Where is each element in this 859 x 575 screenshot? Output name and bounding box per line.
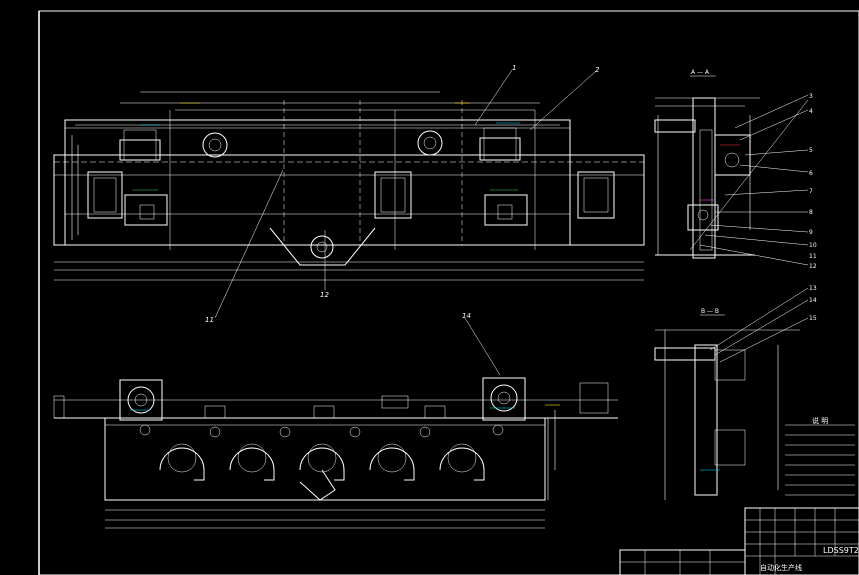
section-a-view xyxy=(654,75,809,266)
callout-7: 7 xyxy=(809,188,813,195)
callout-14: 14 xyxy=(809,297,817,304)
callout-15: 15 xyxy=(809,315,817,322)
notes-heading: 说 明 xyxy=(812,416,828,425)
callout-4: 4 xyxy=(809,108,813,115)
callout-13: 13 xyxy=(809,285,817,292)
callout-10: 10 xyxy=(809,242,817,249)
drawing-number: LDSS9T2 xyxy=(823,546,859,555)
drawing-frame xyxy=(38,10,859,575)
part-number-14: 14 xyxy=(462,312,471,320)
section-b-view xyxy=(654,287,809,500)
part-number-2: 2 xyxy=(595,66,600,74)
callout-3: 3 xyxy=(809,93,813,100)
part-number-11: 11 xyxy=(205,316,214,324)
section-b-label: B — B xyxy=(701,308,719,315)
top-main-view xyxy=(53,69,645,319)
part-number-1: 1 xyxy=(512,64,516,72)
title-block xyxy=(619,507,859,575)
callout-12: 12 xyxy=(809,263,817,270)
title-caption: 自动化生产线 xyxy=(760,563,802,572)
callout-8: 8 xyxy=(809,209,813,216)
part-number-12: 12 xyxy=(320,291,329,299)
callout-9: 9 xyxy=(809,229,813,236)
section-a-label: A — A xyxy=(691,69,710,76)
callout-6: 6 xyxy=(809,170,813,177)
callout-11: 11 xyxy=(809,253,817,260)
callout-5: 5 xyxy=(809,147,813,154)
bottom-main-view xyxy=(53,317,618,529)
technical-notes xyxy=(785,424,855,496)
